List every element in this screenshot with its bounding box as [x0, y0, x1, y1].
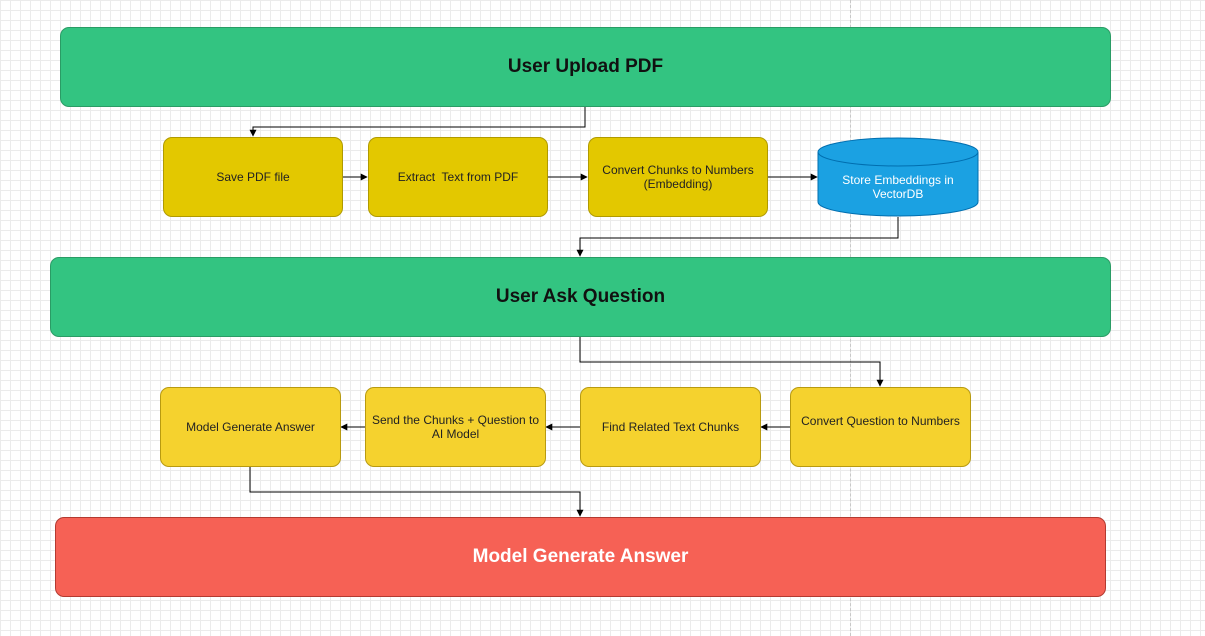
find-related-chunks-node[interactable]: Find Related Text Chunks	[580, 387, 761, 467]
model-generate-answer-step-node[interactable]: Model Generate Answer	[160, 387, 341, 467]
save-pdf-label: Save PDF file	[216, 170, 290, 184]
model-generate-answer-step-label: Model Generate Answer	[186, 420, 315, 434]
model-generate-answer-label: Model Generate Answer	[472, 546, 689, 567]
user-ask-question-node[interactable]: User Ask Question	[50, 257, 1111, 337]
edge-ask-to-convert	[579, 337, 884, 387]
send-chunks-label: Send the Chunks + Question to AI Model	[371, 413, 540, 441]
convert-question-node[interactable]: Convert Question to Numbers	[790, 387, 971, 467]
send-chunks-node[interactable]: Send the Chunks + Question to AI Model	[365, 387, 546, 467]
edge-store-to-ask	[576, 217, 899, 257]
find-related-chunks-label: Find Related Text Chunks	[601, 420, 740, 434]
extract-text-label: Extract Text from PDF	[397, 170, 519, 184]
user-upload-pdf-node[interactable]: User Upload PDF	[60, 27, 1111, 107]
edge-generate-to-answer	[249, 467, 584, 517]
model-generate-answer-node[interactable]: Model Generate Answer	[55, 517, 1106, 597]
convert-question-label: Convert Question to Numbers	[801, 414, 960, 428]
vector-db-label: Store Embeddings in VectorDB	[842, 173, 954, 201]
convert-chunks-label: Convert Chunks to Numbers (Embedding)	[602, 163, 754, 191]
convert-chunks-node[interactable]: Convert Chunks to Numbers (Embedding)	[588, 137, 768, 217]
user-upload-pdf-label: User Upload PDF	[507, 56, 664, 77]
user-ask-question-label: User Ask Question	[495, 286, 666, 307]
save-pdf-node[interactable]: Save PDF file	[163, 137, 343, 217]
extract-text-node[interactable]: Extract Text from PDF	[368, 137, 548, 217]
database-cylinder-icon	[817, 137, 979, 217]
vector-db-node[interactable]: Store Embeddings in VectorDB	[817, 137, 979, 217]
edge-upload-to-save	[249, 107, 586, 137]
